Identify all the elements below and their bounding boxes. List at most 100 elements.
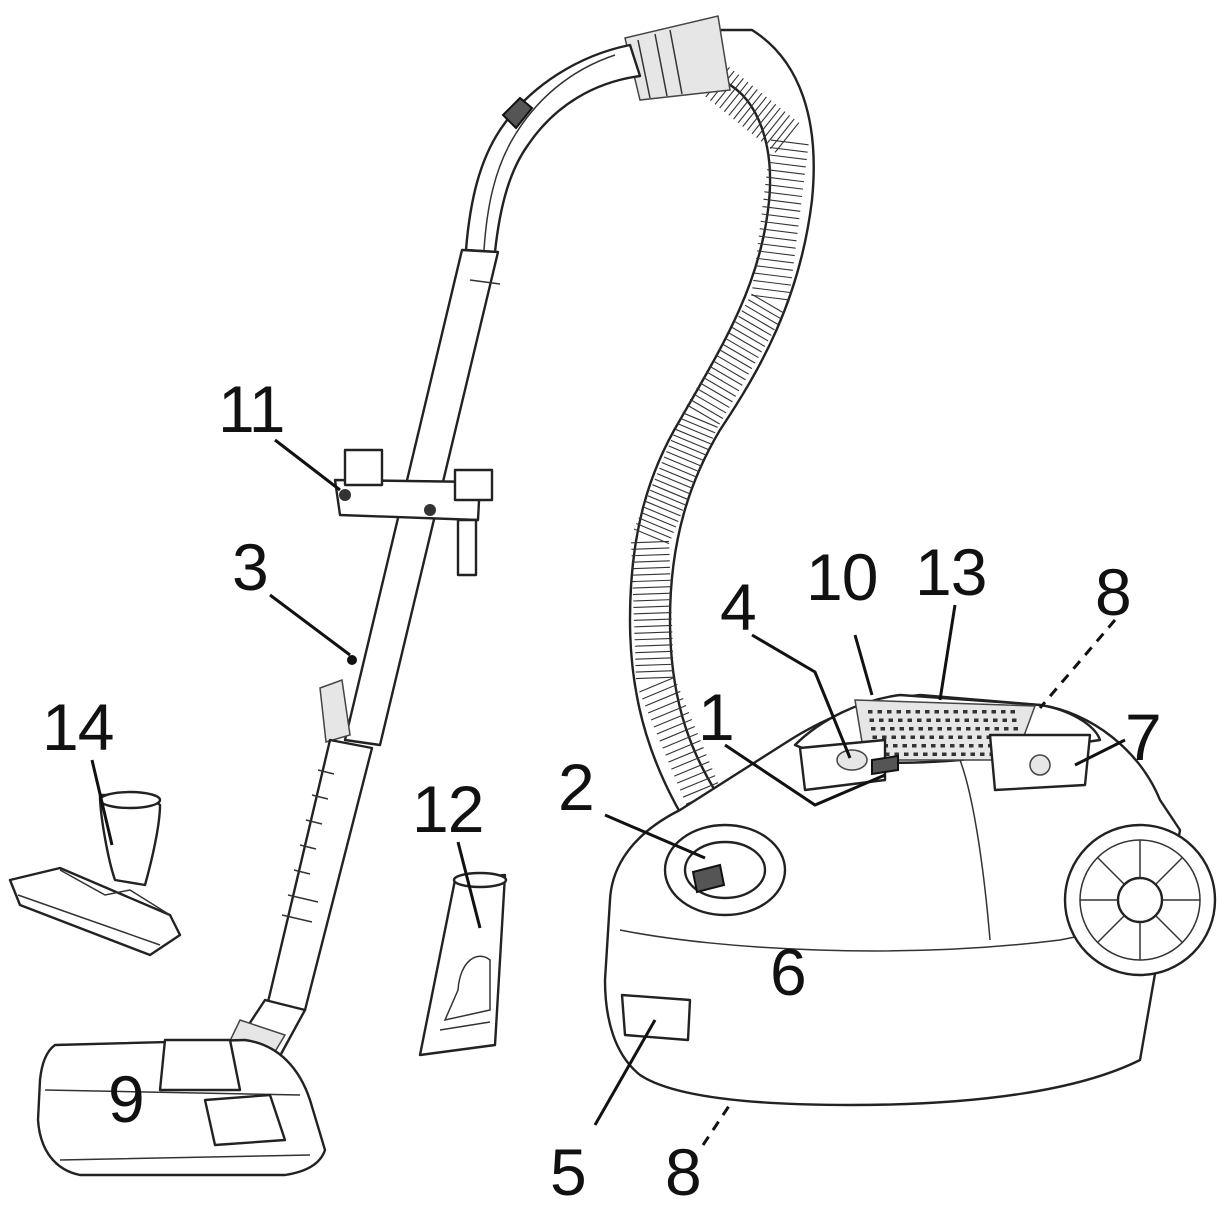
grille-slot: [1002, 718, 1007, 722]
grille-slot: [882, 735, 887, 739]
grille-slot: [1010, 710, 1015, 714]
grille-slot: [953, 710, 958, 714]
callout-4: 4: [720, 570, 756, 644]
grille-slot: [955, 718, 960, 722]
leader-1: [724, 743, 886, 807]
grille-slot: [1013, 727, 1018, 731]
grille-slot: [885, 752, 890, 756]
grille-slot: [929, 735, 934, 739]
grille-slot: [879, 718, 884, 722]
callout-14: 14: [42, 690, 113, 764]
grille-slot: [923, 752, 928, 756]
callout-lines: [90, 438, 1126, 1146]
suction-control-slider: [501, 96, 534, 130]
grille-slot: [983, 718, 988, 722]
grille-slot: [909, 727, 914, 731]
cord-rewind-button: [1029, 754, 1051, 776]
callout-8-bottom: 8: [665, 1135, 701, 1209]
grille-slot: [901, 735, 906, 739]
grille-slot: [937, 727, 942, 731]
grille-slot: [888, 718, 893, 722]
callout-7: 7: [1125, 700, 1161, 774]
callout-3: 3: [232, 530, 268, 604]
tube-parking-clip: [333, 448, 494, 577]
callout-10: 10: [806, 540, 877, 614]
grille-slot: [926, 718, 931, 722]
grille-slot: [986, 735, 991, 739]
grille-slot: [915, 710, 920, 714]
hose: [624, 15, 815, 847]
grille-slot: [893, 744, 898, 748]
grille-slot: [932, 752, 937, 756]
leader-13: [938, 604, 957, 701]
grille-slot: [899, 727, 904, 731]
grille-slot: [977, 735, 982, 739]
tube-marker: [347, 655, 357, 665]
grille-slot: [966, 727, 971, 731]
grille-slot: [890, 727, 895, 731]
grille-slot: [917, 718, 922, 722]
grille-slot: [934, 710, 939, 714]
leader-8-top: [1038, 619, 1117, 709]
grille-slot: [972, 710, 977, 714]
grille-slot: [994, 727, 999, 731]
grille-slot: [950, 744, 955, 748]
nozzle-pedal: [203, 1093, 287, 1147]
grille-slot: [945, 718, 950, 722]
callout-8-top: 8: [1095, 555, 1131, 629]
callout-2: 2: [558, 750, 594, 824]
grille-slot: [969, 744, 974, 748]
grille-slot: [925, 710, 930, 714]
hose-cuff: [624, 15, 731, 101]
floor-nozzle: [36, 1038, 327, 1177]
grille-slot: [967, 735, 972, 739]
callout-12: 12: [412, 772, 483, 846]
leader-3: [269, 593, 351, 657]
telescopic-lock: [319, 678, 351, 743]
grille-slot: [872, 735, 877, 739]
leader-12: [456, 841, 482, 929]
leader-7: [1074, 738, 1126, 767]
grille-slot: [871, 727, 876, 731]
grille-slot: [1012, 718, 1017, 722]
grille-slot: [1004, 727, 1009, 731]
nozzle-neck: [158, 1038, 242, 1092]
handle: [464, 43, 642, 254]
crevice-nozzle: [418, 871, 508, 1057]
grille-slot: [947, 727, 952, 731]
callout-6: 6: [770, 935, 806, 1009]
grille-slot: [920, 735, 925, 739]
grille-slot: [912, 744, 917, 748]
grille-slot: [931, 744, 936, 748]
grille-slot: [906, 710, 911, 714]
grille-slot: [887, 710, 892, 714]
leader-10: [853, 634, 874, 696]
leader-11: [274, 438, 341, 492]
lower-tube: [266, 738, 374, 1012]
leader-5: [593, 1019, 657, 1126]
grille-slot: [964, 718, 969, 722]
hose-connector: [691, 863, 726, 894]
grille-slot: [907, 718, 912, 722]
wand-assembly: [226, 43, 642, 1067]
grille-slot: [959, 744, 964, 748]
grille-slot: [961, 752, 966, 756]
callout-labels: 11 3 14 12 2 1 4 10 13 8 7 6 9 5 8: [42, 372, 1162, 1209]
grille-slot: [869, 718, 874, 722]
grille-slot: [896, 710, 901, 714]
grille-slot: [898, 718, 903, 722]
leader-14: [90, 759, 114, 846]
grille-slot: [880, 727, 885, 731]
grille-slot: [982, 710, 987, 714]
grille-slot: [985, 727, 990, 731]
grille-slot: [904, 752, 909, 756]
grille-slot: [978, 744, 983, 748]
grille-slot: [891, 735, 896, 739]
callout-13: 13: [915, 535, 986, 609]
leader-4: [751, 633, 852, 759]
grille-slot: [936, 718, 941, 722]
clip-screw: [424, 504, 436, 516]
grille-slot: [928, 727, 933, 731]
canister-body: [603, 693, 1217, 1107]
